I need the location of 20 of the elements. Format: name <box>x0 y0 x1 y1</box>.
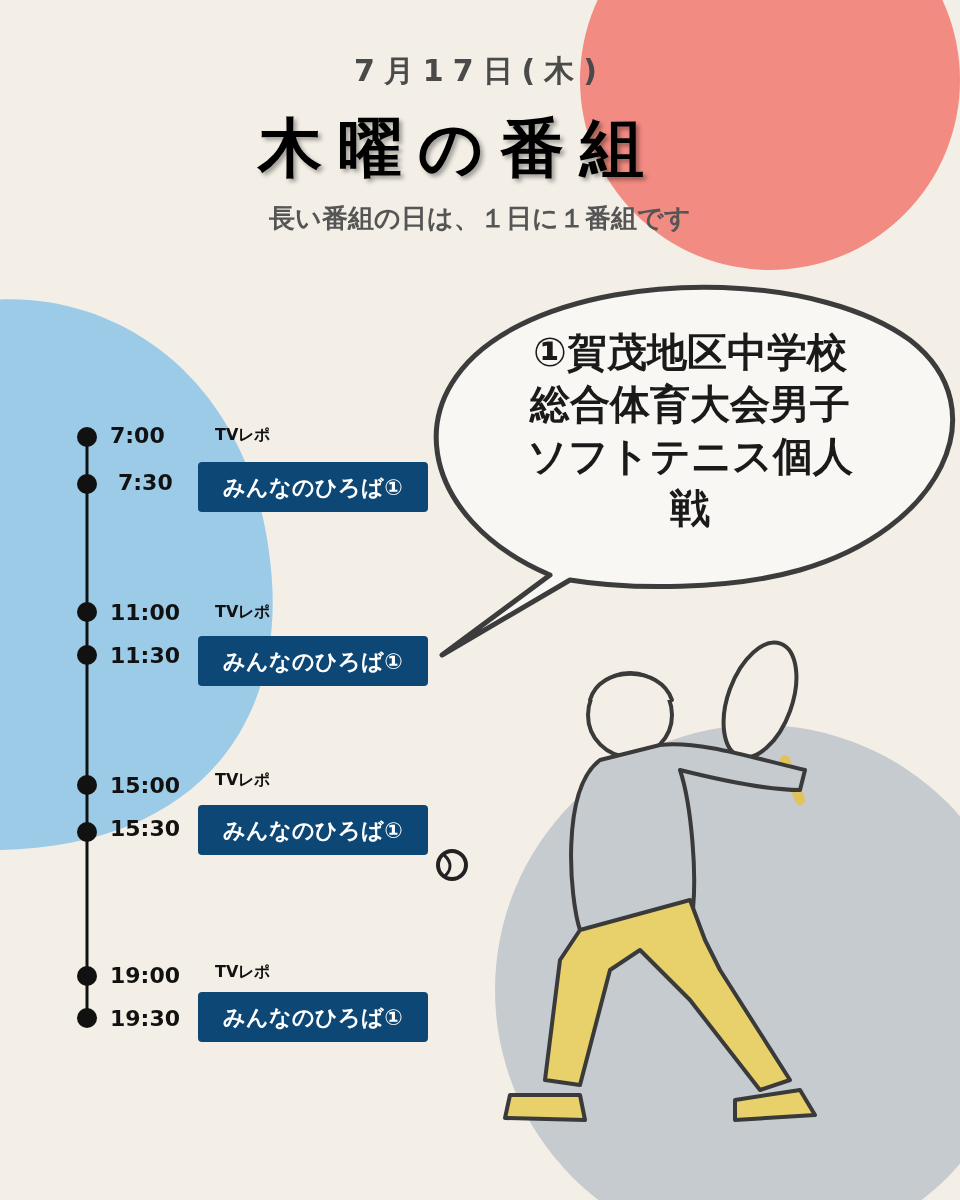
time-label: 7:00 <box>110 421 165 450</box>
program-box: みんなのひろば① <box>198 992 428 1042</box>
subtitle-text: 長い番組の日は、１日に１番組です <box>269 201 691 235</box>
time-label: 19:30 <box>110 1004 181 1033</box>
time-label: 19:00 <box>110 961 181 990</box>
time-label: 15:00 <box>110 771 181 800</box>
program-label: TVレポ <box>215 424 271 446</box>
program-box: みんなのひろば① <box>198 462 428 512</box>
program-label: TVレポ <box>215 769 271 791</box>
time-label: 7:30 <box>118 468 173 497</box>
time-label: 15:30 <box>110 814 181 843</box>
program-label: TVレポ <box>215 601 271 623</box>
time-label: 11:30 <box>110 641 181 670</box>
date-text: 7月17日(木) <box>354 51 606 90</box>
program-box: みんなのひろば① <box>198 636 428 686</box>
event-title: ①賀茂地区中学校総合体育大会男子ソフトテニス個人戦 <box>526 328 854 533</box>
program-box: みんなのひろば① <box>198 805 428 855</box>
title: 木曜の番組 <box>258 110 660 187</box>
program-label: TVレポ <box>215 961 271 983</box>
time-label: 11:00 <box>110 598 181 627</box>
